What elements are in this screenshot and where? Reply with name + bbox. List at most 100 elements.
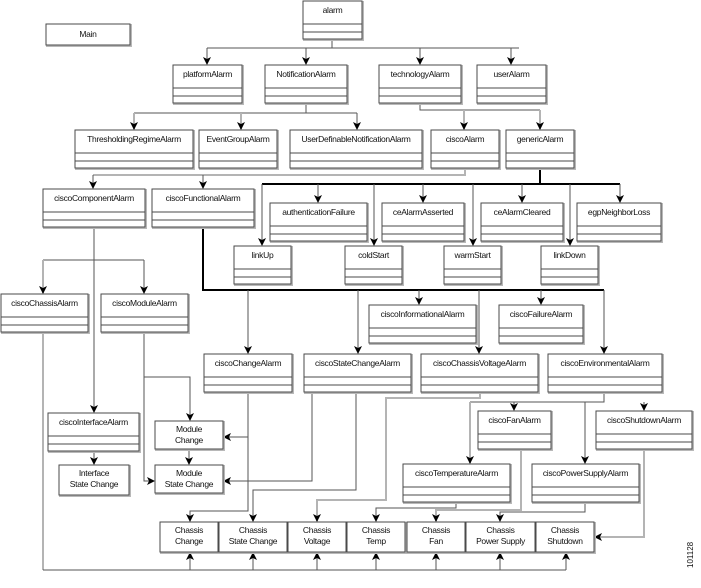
class-box-frame bbox=[531, 463, 640, 503]
class-box-ce-alarm-cleared: ceAlarmCleared bbox=[480, 202, 565, 243]
class-name: ciscoShutdownAlarm bbox=[607, 415, 681, 425]
class-box-frame bbox=[540, 245, 599, 285]
event-box-chassis-voltage: ChassisVoltage bbox=[287, 521, 348, 554]
class-box-frame bbox=[269, 202, 368, 242]
class-box-frame bbox=[203, 353, 293, 393]
class-box-frame bbox=[443, 245, 502, 285]
event-label-line: Chassis bbox=[422, 525, 450, 535]
class-name: genericAlarm bbox=[517, 134, 564, 144]
class-box-frame bbox=[547, 353, 663, 393]
class-name: ciscoPowerSupplyAlarm bbox=[543, 468, 629, 478]
class-box-cisco-informational-alarm: ciscoInformationalAlarm bbox=[368, 304, 478, 345]
class-name: ciscoChassisVoltageAlarm bbox=[433, 358, 526, 368]
class-box-authentication-failure: authenticationFailure bbox=[269, 202, 369, 243]
class-name: egpNeighborLoss bbox=[588, 207, 650, 217]
class-box-link-up: linkUp bbox=[233, 245, 293, 286]
connector-line bbox=[223, 392, 249, 441]
class-box-cisco-failure-alarm: ciscoFailureAlarm bbox=[498, 304, 585, 345]
class-box-frame bbox=[289, 129, 423, 169]
class-box-technology-alarm: technologyAlarm bbox=[378, 64, 463, 105]
class-name: ciscoInformationalAlarm bbox=[381, 309, 465, 319]
connector-line bbox=[223, 392, 313, 485]
class-box-cisco-chassis-voltage-alarm: ciscoChassisVoltageAlarm bbox=[420, 353, 540, 394]
main-box: Main bbox=[45, 23, 132, 47]
class-box-thresholding-regime-alarm: ThresholdingRegimeAlarm bbox=[74, 129, 195, 170]
class-box-frame bbox=[303, 353, 412, 393]
class-box-cisco-change-alarm: ciscoChangeAlarm bbox=[203, 353, 294, 394]
class-name: ThresholdingRegimeAlarm bbox=[87, 134, 181, 144]
event-label-line: Temp bbox=[366, 536, 386, 546]
connector-line bbox=[202, 227, 604, 291]
class-box-frame bbox=[344, 245, 403, 285]
class-box-event-group-alarm: EventGroupAlarm bbox=[198, 129, 279, 170]
class-box-frame bbox=[476, 64, 547, 104]
class-box-frame bbox=[505, 129, 575, 169]
class-box-frame bbox=[42, 188, 146, 228]
class-box-frame bbox=[74, 129, 194, 169]
class-box-frame bbox=[172, 64, 243, 104]
class-box-cisco-fan-alarm: ciscoFanAlarm bbox=[477, 410, 553, 451]
class-name: technologyAlarm bbox=[391, 69, 450, 79]
connector-line bbox=[419, 103, 540, 111]
class-name: ciscoInterfaceAlarm bbox=[59, 417, 128, 427]
connectors bbox=[39, 39, 648, 571]
connector-line bbox=[143, 332, 194, 421]
class-box-frame bbox=[302, 0, 363, 40]
class-name: EventGroupAlarm bbox=[206, 134, 269, 144]
class-box-frame bbox=[47, 412, 140, 452]
connector-line bbox=[432, 449, 522, 522]
event-label-line: State Change bbox=[70, 479, 119, 489]
class-box-frame bbox=[402, 463, 511, 503]
class-name: ceAlarmCleared bbox=[494, 207, 551, 217]
class-box-frame bbox=[151, 188, 255, 228]
class-name: userAlarm bbox=[493, 69, 529, 79]
class-box-generic-alarm: genericAlarm bbox=[505, 129, 576, 170]
connector-line bbox=[470, 392, 605, 403]
class-box-frame bbox=[233, 245, 292, 285]
event-label-line: Chassis bbox=[486, 525, 514, 535]
class-box-egp-neighbor-loss: egpNeighborLoss bbox=[576, 202, 663, 243]
figure-id: 101128 bbox=[686, 541, 695, 568]
class-name: linkUp bbox=[252, 250, 274, 260]
event-label-line: Voltage bbox=[304, 536, 331, 546]
class-name: warmStart bbox=[453, 250, 491, 260]
class-box-user-alarm: userAlarm bbox=[476, 64, 548, 105]
main-label: Main bbox=[79, 29, 97, 39]
class-box-cisco-state-change-alarm: ciscoStateChangeAlarm bbox=[303, 353, 413, 394]
class-box-frame bbox=[100, 293, 189, 333]
connector-line bbox=[186, 437, 249, 522]
class-box-cisco-shutdown-alarm: ciscoShutdownAlarm bbox=[595, 410, 694, 451]
event-label-line: Chassis bbox=[175, 525, 203, 535]
class-box-cisco-environmental-alarm: ciscoEnvironmentalAlarm bbox=[547, 353, 664, 394]
class-box-frame bbox=[264, 64, 348, 104]
class-box-cisco-chassis-alarm: ciscoChassisAlarm bbox=[0, 293, 90, 334]
class-name: ciscoFanAlarm bbox=[488, 415, 541, 425]
event-label-line: Interface bbox=[79, 468, 110, 478]
event-label-line: Chassis bbox=[239, 525, 267, 535]
event-label-line: State Change bbox=[229, 536, 278, 546]
class-box-cold-start: coldStart bbox=[344, 245, 404, 286]
class-name: ciscoTemperatureAlarm bbox=[415, 468, 498, 478]
event-label-line: Chassis bbox=[551, 525, 579, 535]
class-box-frame bbox=[498, 304, 584, 344]
class-name: linkDown bbox=[553, 250, 586, 260]
event-label-line: Chassis bbox=[362, 525, 390, 535]
class-box-user-definable-notification-alarm: UserDefinableNotificationAlarm bbox=[289, 129, 424, 170]
class-name: alarm bbox=[323, 5, 343, 15]
connector-line bbox=[143, 377, 155, 485]
class-box-cisco-power-supply-alarm: ciscoPowerSupplyAlarm bbox=[531, 463, 641, 504]
class-box-alarm: alarm bbox=[302, 0, 364, 41]
event-label-line: Chassis bbox=[303, 525, 331, 535]
event-label-line: Change bbox=[175, 536, 204, 546]
event-label-line: Power Supply bbox=[476, 536, 526, 546]
event-label-line: State Change bbox=[165, 479, 214, 489]
connector-line bbox=[372, 502, 457, 522]
